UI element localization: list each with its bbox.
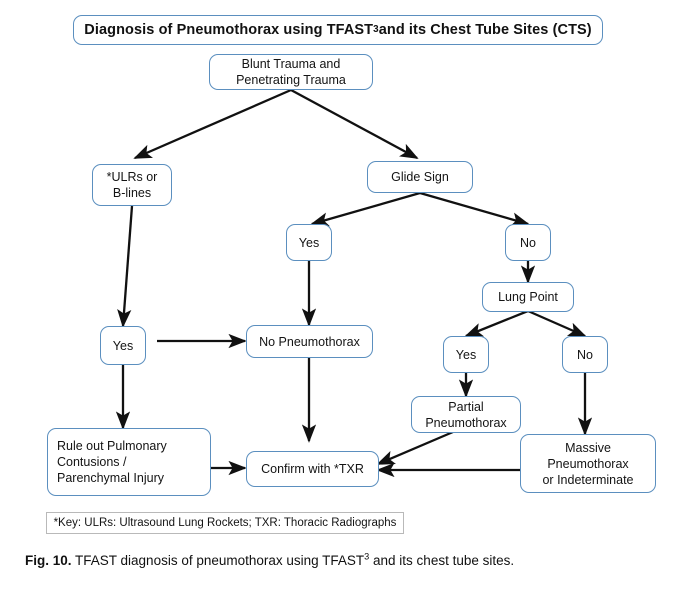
node-glide-yes[interactable]: Yes — [286, 224, 332, 261]
node-glide-sign[interactable]: Glide Sign — [367, 161, 473, 193]
figure-caption-label: Fig. 10. — [25, 553, 72, 568]
node-glide-no[interactable]: No — [505, 224, 551, 261]
node-massive-text: Massive Pneumothorax or Indeterminate — [542, 440, 633, 488]
arrow-blunt-to-glide — [290, 88, 419, 160]
node-partial-text: Partial Pneumothorax — [425, 399, 506, 431]
node-blunt-trauma-line1: Blunt Trauma and — [241, 57, 341, 71]
node-rule-out-pulmonary[interactable]: Rule out Pulmonary Contusions / Parenchy… — [47, 428, 211, 496]
node-rule-out-line1: Rule out Pulmonary — [57, 439, 167, 453]
node-lung-point[interactable]: Lung Point — [482, 282, 574, 312]
node-blunt-trauma-text: Blunt Trauma and Penetrating Trauma — [236, 56, 346, 88]
arrow-glide-to-no — [419, 191, 530, 227]
node-massive-line1: Massive — [565, 440, 611, 455]
node-massive-pneumothorax[interactable]: Massive Pneumothorax or Indeterminate — [520, 434, 656, 493]
node-ulrs-yes[interactable]: Yes — [100, 326, 146, 365]
arrow-blunt-to-ulrs — [133, 88, 292, 160]
node-massive-line2: Pneumothorax — [547, 456, 629, 471]
key-legend-text: *Key: ULRs: Ultrasound Lung Rockets; TXR… — [53, 517, 397, 529]
figure-caption-text-after: and its chest tube sites. — [369, 553, 515, 568]
node-ulrs-text: *ULRs or B-lines — [107, 169, 158, 201]
node-lungpoint-yes[interactable]: Yes — [443, 336, 489, 373]
figure-caption-superscript: 3 — [364, 551, 370, 562]
node-confirm-with-txr[interactable]: Confirm with *TXR — [246, 451, 379, 487]
node-blunt-trauma-line2: Penetrating Trauma — [236, 73, 346, 87]
node-partial-line1: Partial — [448, 399, 484, 414]
arrow-glide-to-yes — [310, 191, 421, 227]
node-ulrs-line1: *ULRs or — [106, 170, 158, 184]
node-rule-out-line3: Parenchymal Injury — [57, 471, 164, 485]
node-lungpoint-no[interactable]: No — [562, 336, 608, 373]
node-blunt-trauma[interactable]: Blunt Trauma and Penetrating Trauma — [209, 54, 373, 90]
node-partial-pneumothorax[interactable]: Partial Pneumothorax — [411, 396, 521, 433]
figure-caption-text-before: TFAST diagnosis of pneumothorax using TF… — [71, 553, 365, 568]
diagram-title-text-after: and its Chest Tube Sites (CTS) — [378, 22, 592, 38]
arrow-ulrs-to-yes — [117, 205, 134, 328]
node-no-pneumothorax[interactable]: No Pneumothorax — [246, 325, 373, 358]
node-rule-out-text: Rule out Pulmonary Contusions / Parenchy… — [57, 438, 167, 486]
arrow-lungpoint-to-no — [527, 309, 587, 338]
node-partial-line2: Pneumothorax — [425, 415, 507, 430]
diagram-title-text-before: Diagnosis of Pneumothorax using TFAST — [84, 22, 374, 38]
arrow-lungpoint-to-yes — [464, 309, 529, 338]
node-rule-out-line2: Contusions / — [57, 455, 127, 469]
figure-caption: Fig. 10. TFAST diagnosis of pneumothorax… — [25, 552, 655, 570]
key-legend-box: *Key: ULRs: Ultrasound Lung Rockets; TXR… — [46, 512, 404, 534]
arrow-partial-to-confirm — [376, 430, 454, 466]
node-ulrs-or-blines[interactable]: *ULRs or B-lines — [92, 164, 172, 206]
node-massive-line3: or Indeterminate — [542, 472, 634, 487]
node-ulrs-line2: B-lines — [112, 186, 152, 200]
